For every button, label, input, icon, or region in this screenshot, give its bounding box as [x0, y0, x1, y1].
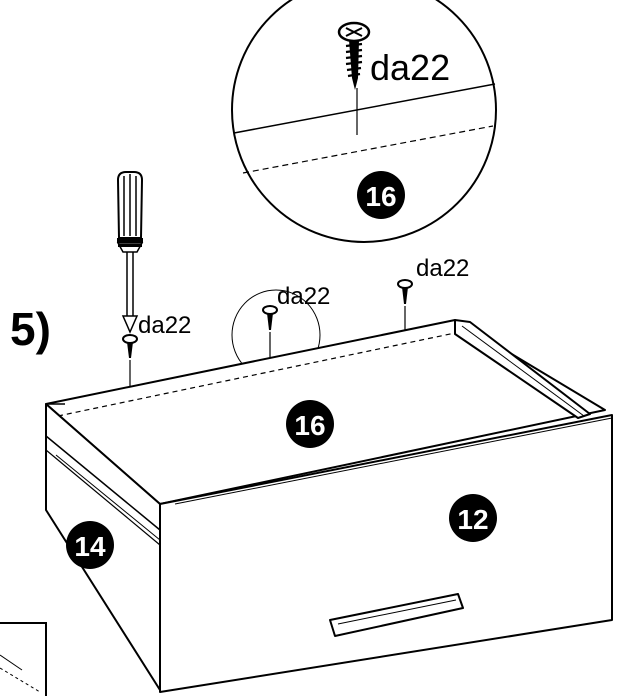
screw-middle-label: da22: [277, 283, 330, 310]
screw-icon-large: [337, 21, 371, 90]
screwdriver-icon: [116, 171, 144, 334]
detail-screw-label: da22: [370, 47, 450, 88]
side-panel-badge: 14: [66, 521, 114, 569]
svg-text:16: 16: [294, 410, 325, 441]
screw-middle: da22: [262, 283, 330, 370]
detail-panel-edge: [233, 83, 496, 134]
screw-left-label: da22: [138, 312, 191, 339]
screw-right-label: da22: [416, 255, 469, 282]
adjacent-frame: [0, 622, 47, 696]
drawer-handle[interactable]: [329, 593, 464, 637]
detail-hidden-edge: [242, 125, 494, 174]
step-number: 5): [10, 303, 51, 355]
screw-right: da22: [397, 255, 469, 343]
detail-zoom: da22 16: [231, 0, 497, 243]
detail-circle: [231, 0, 497, 243]
svg-text:12: 12: [457, 504, 488, 535]
top-panel-badge: 16: [286, 400, 334, 448]
svg-text:14: 14: [74, 531, 106, 562]
front-panel-badge: 12: [449, 494, 497, 542]
svg-text:16: 16: [365, 181, 396, 212]
drawer-assembly: [45, 319, 613, 693]
detail-part-badge: 16: [357, 171, 405, 219]
screw-left: da22: [122, 312, 191, 398]
